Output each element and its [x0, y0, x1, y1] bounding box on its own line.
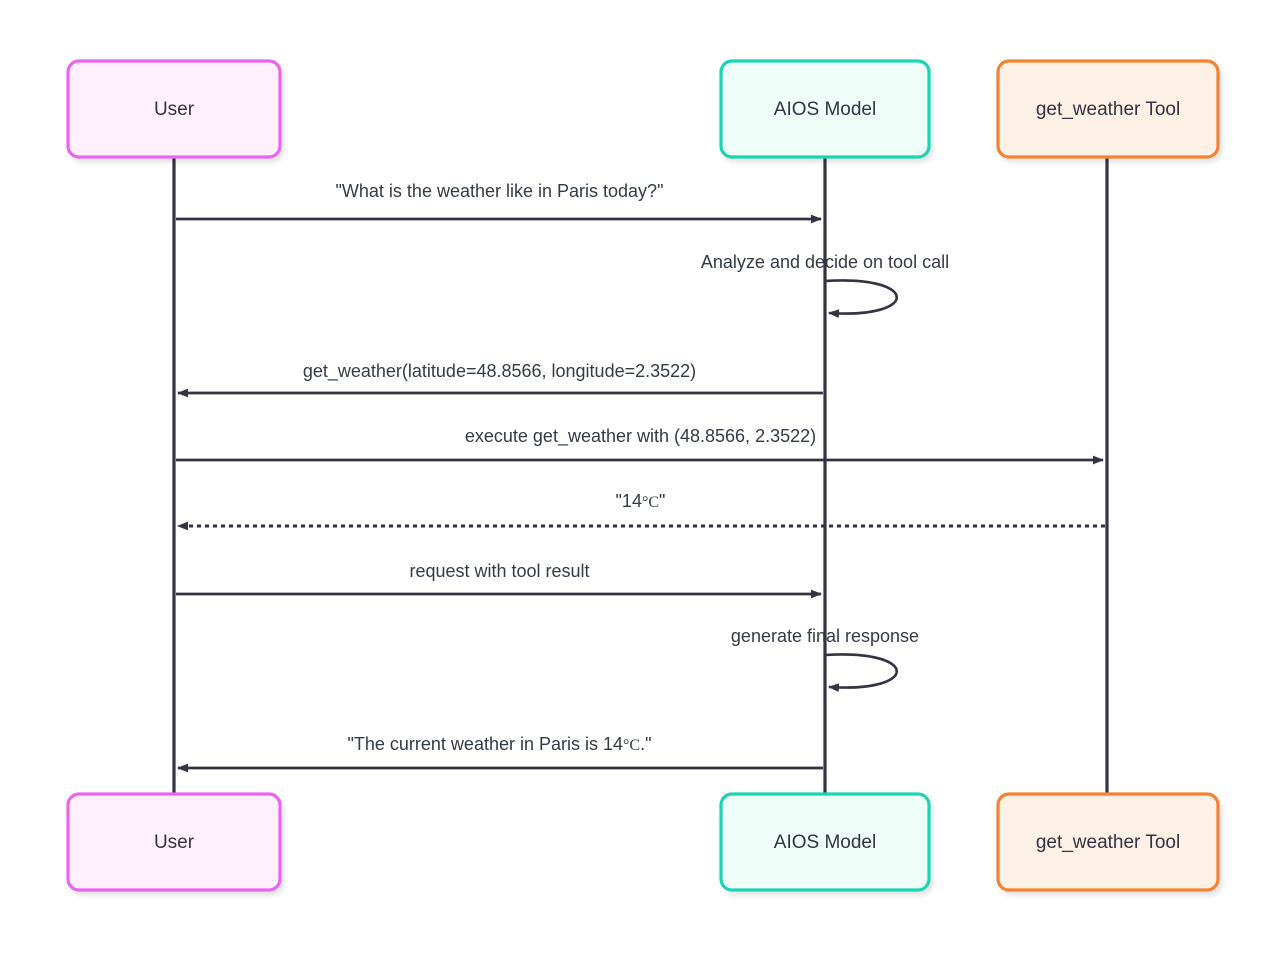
message-label-8: "The current weather in Paris is 14°C." — [348, 734, 652, 754]
actor-box-rect-aios — [719, 792, 931, 892]
actor-box-rect-user — [66, 792, 282, 892]
message-self-loop-2 — [824, 279, 899, 319]
actor-label-user: User — [154, 99, 195, 120]
message-4-right[interactable]: execute get_weather with (48.8566, 2.352… — [176, 426, 1104, 465]
message-3-left[interactable]: get_weather(latitude=48.8566, longitude=… — [177, 361, 823, 398]
message-label-5: "14°C" — [616, 491, 666, 511]
message-6-right[interactable]: request with tool result — [176, 561, 822, 599]
actor-label-aios: AIOS Model — [774, 99, 876, 120]
lifelines-group — [172, 157, 1109, 794]
message-self-loop-7 — [824, 653, 899, 693]
actor-box-user-bottom[interactable]: User — [66, 792, 282, 892]
actor-label-tool: get_weather Tool — [1036, 99, 1180, 120]
actor-box-rect-tool — [996, 792, 1220, 892]
message-label-4: execute get_weather with (48.8566, 2.352… — [465, 426, 816, 447]
message-label-3: get_weather(latitude=48.8566, longitude=… — [303, 361, 696, 382]
message-2-self[interactable]: Analyze and decide on tool call — [701, 252, 949, 319]
message-5-left[interactable]: "14°C" — [177, 491, 1105, 531]
actor-box-tool-bottom[interactable]: get_weather Tool — [996, 792, 1220, 892]
message-label-2: Analyze and decide on tool call — [701, 252, 949, 272]
messages-group: "What is the weather like in Paris today… — [176, 181, 1105, 773]
message-1-right[interactable]: "What is the weather like in Paris today… — [176, 181, 822, 224]
actor-box-aios-bottom[interactable]: AIOS Model — [719, 792, 931, 892]
actor-box-user-top[interactable]: User — [66, 59, 282, 159]
message-label-6: request with tool result — [409, 561, 589, 581]
message-label-7: generate final response — [731, 626, 919, 646]
actor-box-rect-user — [66, 59, 282, 159]
actor-label-aios: AIOS Model — [774, 832, 876, 853]
message-8-left[interactable]: "The current weather in Paris is 14°C." — [177, 734, 823, 773]
actor-box-aios-top[interactable]: AIOS Model — [719, 59, 931, 159]
message-7-self[interactable]: generate final response — [731, 626, 919, 693]
actor-label-user: User — [154, 832, 195, 853]
actor-box-tool-top[interactable]: get_weather Tool — [996, 59, 1220, 159]
actor-label-tool: get_weather Tool — [1036, 832, 1180, 853]
actor-box-rect-tool — [996, 59, 1220, 159]
actor-box-rect-aios — [719, 59, 931, 159]
message-label-1: "What is the weather like in Paris today… — [336, 181, 664, 201]
